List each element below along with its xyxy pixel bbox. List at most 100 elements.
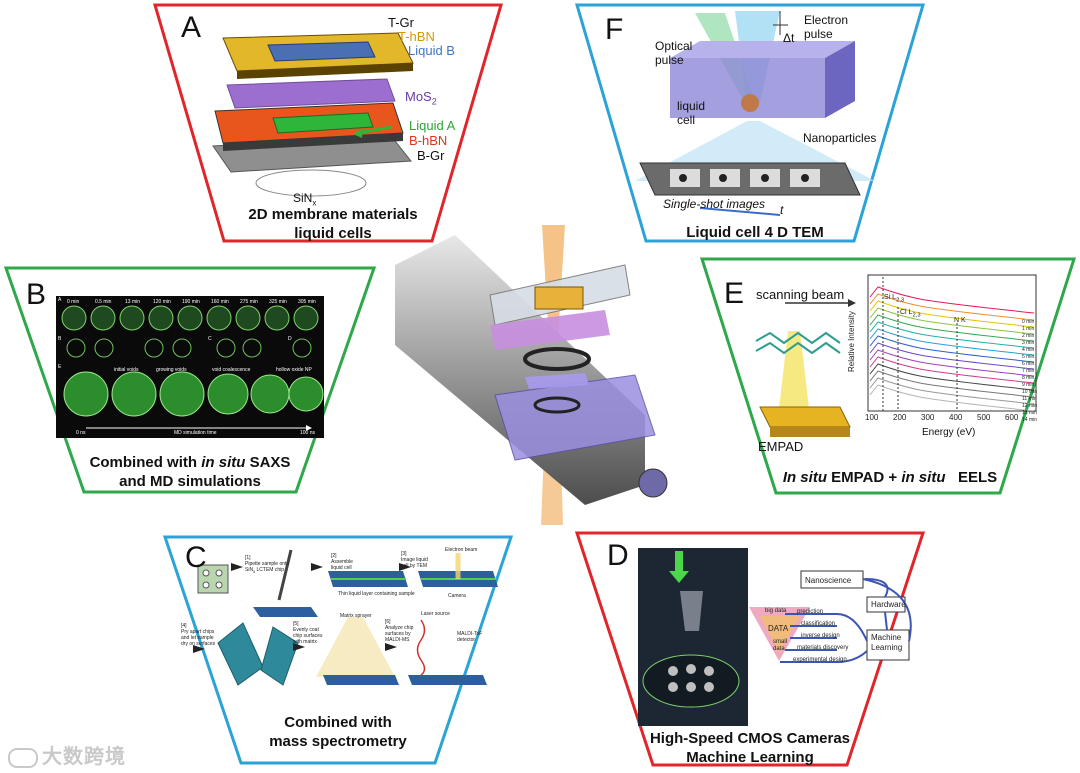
eels-series-line xyxy=(869,307,1035,335)
eels-series-line xyxy=(869,314,1035,342)
series-label: 14 min xyxy=(1022,417,1038,423)
time-label: 160 min xyxy=(211,299,229,305)
chat-bubble-icon xyxy=(8,747,38,768)
panel-d-letter: D xyxy=(607,539,629,572)
label-big-data: big data xyxy=(765,608,787,614)
arrow-label: classification xyxy=(801,621,836,627)
arrow-label: experimental design xyxy=(793,657,847,663)
label-cl-edge: Cl L2,3 xyxy=(900,309,921,319)
x-tick-label: 400 xyxy=(949,413,963,422)
time-label: 0.5 min xyxy=(95,299,112,305)
eels-series-line xyxy=(869,328,1035,356)
panel-e: E scanning beam EMPAD Si L2,3 Cl L2,3 N … xyxy=(700,257,1076,497)
arrow-label: prediction xyxy=(797,609,824,615)
panel-b: B A B C D E 0 min 0.5 min 13 min 120 min… xyxy=(4,266,376,496)
eels-series-line xyxy=(869,384,1035,412)
arrow-label: materials discovery xyxy=(797,645,849,651)
row-label-d: D xyxy=(288,336,292,342)
label-delta-t: Δt xyxy=(783,31,795,45)
sim-label: void coalescence xyxy=(212,367,251,373)
eels-series-line xyxy=(869,349,1035,377)
label-liquid-b: Liquid B xyxy=(408,43,455,58)
ylabel: Relative Intensity xyxy=(847,311,856,372)
panel-a-letter: A xyxy=(181,11,202,44)
panel-b-letter: B xyxy=(26,278,47,311)
time-label: 0 min xyxy=(67,299,80,305)
axis-end: 100 ns xyxy=(300,430,316,436)
node-nanoscience: Nanoscience xyxy=(805,576,852,585)
x-tick-label: 600 xyxy=(1005,413,1019,422)
eels-series-line xyxy=(869,356,1035,384)
series-label: 5 min xyxy=(1022,354,1035,360)
label-matrix-sprayer: Matrix sprayer xyxy=(340,613,372,619)
series-label: 0 min xyxy=(1022,319,1035,325)
label-thin-layer: Thin liquid layer containing sample xyxy=(338,591,415,597)
node-hardware: Hardware xyxy=(871,600,906,609)
label-single-shot: Single-shot images xyxy=(663,197,766,211)
label-camera: Camera xyxy=(448,593,466,599)
series-label: 9 min xyxy=(1022,382,1035,388)
eels-spectra xyxy=(869,286,1035,412)
eels-series-line xyxy=(869,377,1035,405)
panel-e-frame xyxy=(700,257,1076,495)
panel-a: A T-Gr T-hBN Liquid B MoS2 Liquid A B-hB… xyxy=(153,3,503,245)
arrow-label: inverse design xyxy=(801,633,840,639)
label-laser-source: Laser source xyxy=(421,611,450,617)
label-sinx: SiNx xyxy=(293,191,317,208)
label-time-axis: t xyxy=(780,203,784,217)
sim-label: hollow oxide NP xyxy=(276,367,312,373)
panel-a-frame xyxy=(153,3,503,243)
x-tick-label: 200 xyxy=(893,413,907,422)
panel-f-frame xyxy=(575,3,925,243)
panel-e-letter: E xyxy=(724,277,745,310)
panel-e-caption: In situ EMPAD + in situ EELS xyxy=(782,469,998,486)
eels-series-line xyxy=(869,300,1035,328)
eels-series-line xyxy=(869,335,1035,363)
label-n-edge: N K xyxy=(954,317,966,324)
time-label: 305 min xyxy=(298,299,316,305)
label-empad: EMPAD xyxy=(758,439,804,454)
sim-label: growing voids xyxy=(156,367,187,373)
series-label: 8 min xyxy=(1022,375,1035,381)
label-nanoparticles: Nanoparticles xyxy=(803,131,877,145)
series-label: 11 min xyxy=(1022,396,1037,402)
center-holder-illustration xyxy=(395,225,668,525)
series-label: 13 min xyxy=(1022,410,1038,416)
watermark: 大数跨境 xyxy=(8,740,126,769)
time-label: 120 min xyxy=(153,299,171,305)
series-label: 3 min xyxy=(1022,340,1035,346)
series-label: 12 min xyxy=(1022,403,1038,409)
series-label: 2 min xyxy=(1022,333,1035,339)
sim-label: initial voids xyxy=(114,367,139,373)
xlabel: Energy (eV) xyxy=(922,427,976,438)
panel-c-letter: C xyxy=(185,541,207,574)
series-label: 1 min xyxy=(1022,326,1035,332)
panel-f-caption: Liquid cell 4 D TEM xyxy=(686,224,824,241)
eels-series-line xyxy=(869,321,1035,349)
x-tick-label: 100 xyxy=(865,413,879,422)
x-tick-label: 500 xyxy=(977,413,991,422)
row-label-e: E xyxy=(58,364,62,370)
series-label: 6 min xyxy=(1022,361,1035,367)
label-b-gr: B-Gr xyxy=(417,148,445,163)
label-t-gr: T-Gr xyxy=(388,15,414,30)
axis-start: 0 ns xyxy=(76,430,86,436)
label-b-hbn: B-hBN xyxy=(409,133,448,148)
series-label: 4 min xyxy=(1022,347,1035,353)
time-label: 190 min xyxy=(182,299,200,305)
eels-series-line xyxy=(869,342,1035,370)
